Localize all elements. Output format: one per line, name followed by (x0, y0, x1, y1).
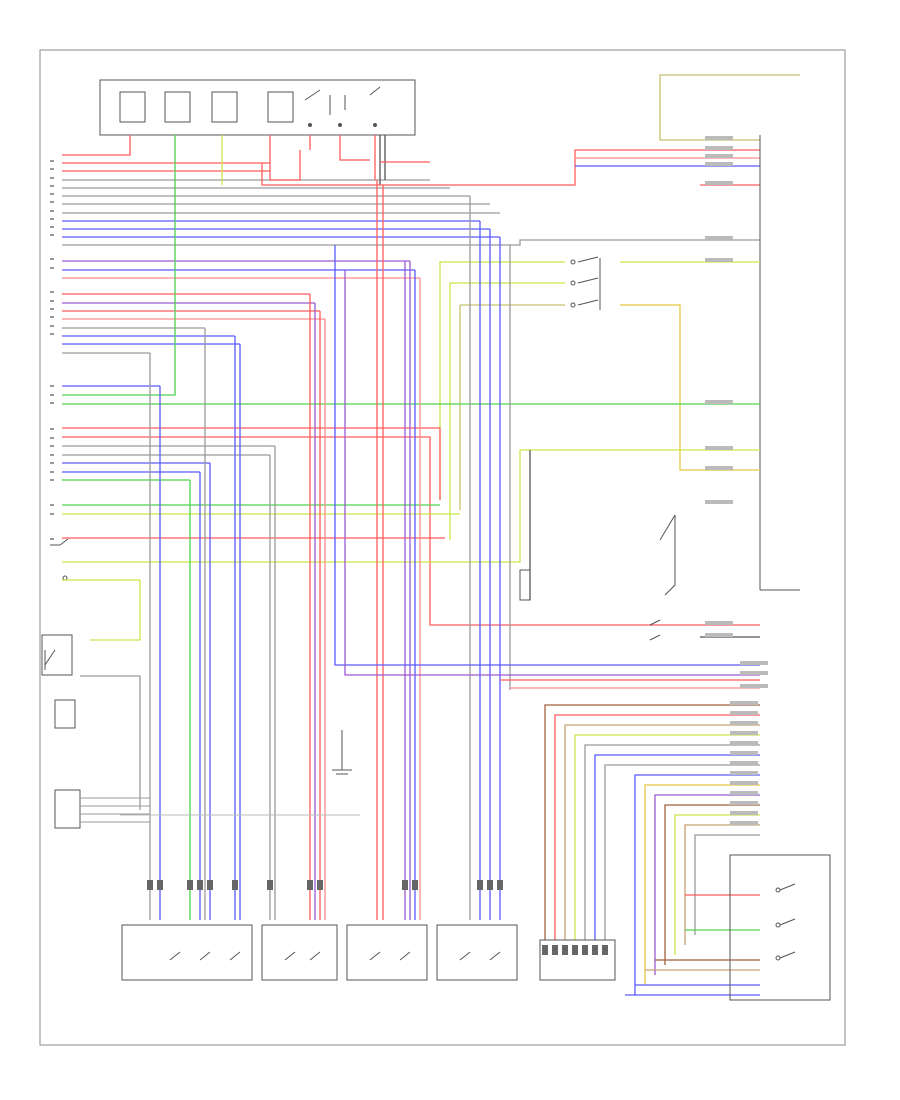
right-switch-panel (729, 854, 831, 1001)
connector-box-5 (539, 939, 616, 981)
main-connector (759, 135, 800, 591)
wire-yellow-top (659, 74, 800, 141)
wire-gray-cross (510, 239, 760, 246)
diagram-frame (39, 49, 846, 1046)
mid-right-wires (334, 245, 760, 689)
wire-tags (705, 136, 768, 825)
lower-harness (62, 427, 760, 626)
fuse-drops (62, 135, 430, 396)
vertical-drops (149, 180, 511, 920)
left-pin-marks (50, 160, 54, 540)
left-harness (62, 162, 510, 354)
right-cluster-wires (544, 704, 760, 996)
switch-contacts (570, 256, 601, 310)
wire-red-main (261, 149, 760, 186)
switch-box-1 (121, 924, 253, 981)
bottom-switch-boxes (121, 924, 616, 981)
switch-box-4 (436, 924, 518, 981)
mid-right-switch (519, 514, 676, 641)
ground-symbol (332, 730, 352, 775)
switch-box-2 (261, 924, 338, 981)
fuse-block (99, 79, 416, 136)
drop-terminals (147, 880, 608, 955)
left-switches (41, 538, 150, 829)
switch-box-3 (346, 924, 428, 981)
